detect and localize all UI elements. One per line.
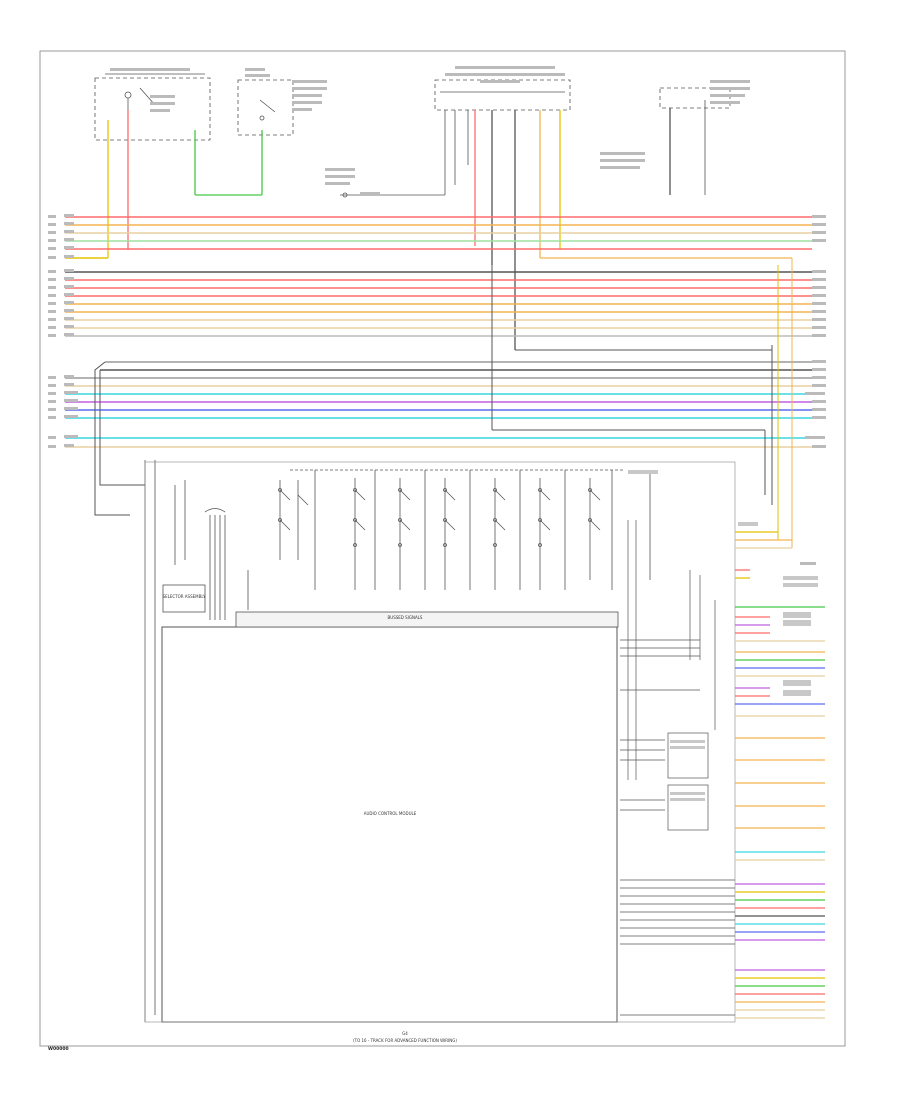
module-label: AUDIO CONTROL MODULE (364, 811, 417, 816)
switch-5 (443, 478, 456, 590)
top-components (94, 73, 731, 198)
upper-wire-bus (65, 216, 812, 337)
top-drop-wires (107, 108, 792, 350)
switch-7 (538, 478, 551, 590)
left-sub-components (144, 460, 226, 1022)
module-outer-frame (144, 461, 736, 1023)
bussed-signals-label: BUSSED SIGNALS (388, 615, 423, 620)
top-text-blocks (110, 66, 750, 195)
internal-blocks (620, 520, 735, 1016)
audio-control-module-box (161, 626, 618, 1023)
left-pin-labels (48, 214, 78, 448)
middle-wire-bus (65, 361, 812, 448)
corner-code: W00000 (48, 1046, 69, 1052)
switch-6 (493, 478, 506, 590)
bussed-signals-bar (235, 611, 619, 628)
footer-note: (TO 16 - TRACK FOR ADVANCED FUNCTION WIR… (353, 1038, 457, 1043)
right-module-wires (735, 531, 825, 1019)
right-connector-labels (628, 470, 818, 801)
switch-1 (278, 480, 291, 560)
switch-8 (588, 478, 601, 580)
right-pin-labels (800, 215, 826, 565)
bus-drops (94, 258, 793, 548)
switch-array (247, 469, 651, 610)
diagram-frame (39, 50, 846, 1047)
selector-assembly-label: SELECTOR ASSEMBLY (163, 594, 206, 599)
switch-4 (398, 478, 411, 590)
switch-2 (297, 480, 309, 560)
footer-ref: G4 (402, 1031, 408, 1036)
switch-3 (353, 478, 366, 590)
